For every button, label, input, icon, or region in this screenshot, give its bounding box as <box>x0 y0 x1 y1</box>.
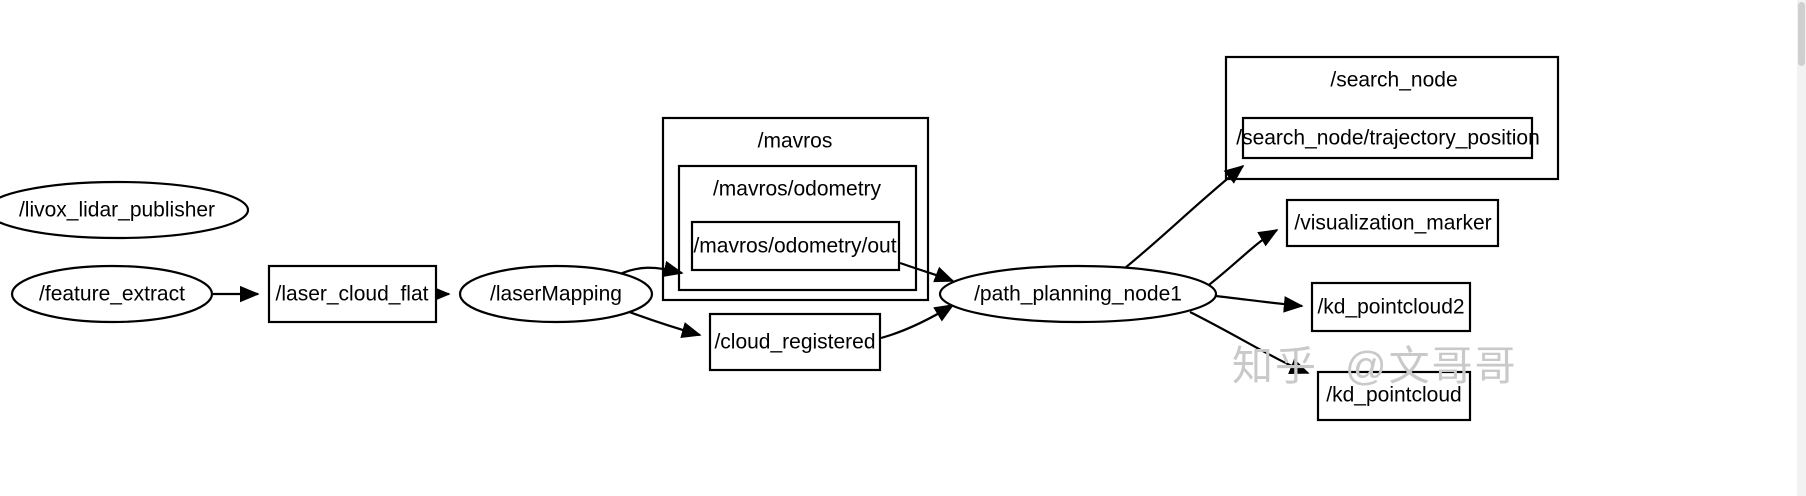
node-ellipse-path-planning-node1[interactable] <box>938 264 1218 324</box>
node-visualization-marker[interactable]: /visualization_marker <box>1285 198 1500 248</box>
edge-cloud-registered-to-path-planning <box>880 304 955 340</box>
node-kd-pointcloud[interactable]: /kd_pointcloud <box>1316 370 1472 422</box>
edge-path-planning-to-search-node-trajectory <box>1114 164 1245 277</box>
edge-path-planning-to-kd-pointcloud <box>1189 311 1310 375</box>
node-rect-kd-pointcloud[interactable] <box>1316 370 1472 422</box>
watermark: 知乎 @文哥哥 <box>1232 343 1518 389</box>
node-label-visualization-marker: /visualization_marker <box>1294 212 1491 235</box>
vertical-scrollbar-thumb[interactable] <box>1798 2 1805 66</box>
node-kd-pointcloud2[interactable]: /kd_pointcloud2 <box>1310 281 1472 333</box>
node-lasermapping[interactable]: /laserMapping <box>458 264 654 324</box>
node-label-feature-extract: /feature_extract <box>39 283 185 306</box>
node-label-laser-cloud-flat: /laser_cloud_flat <box>276 283 429 306</box>
node-rect-visualization-marker[interactable] <box>1285 198 1500 248</box>
node-rect-search-node-trajectory-position[interactable] <box>1241 116 1534 160</box>
node-ellipse-feature-extract[interactable] <box>10 264 214 324</box>
node-label-kd-pointcloud2: /kd_pointcloud2 <box>1317 296 1464 319</box>
node-rect-laser-cloud-flat[interactable] <box>267 264 438 324</box>
node-rect-cloud-registered[interactable] <box>708 312 882 372</box>
node-label-cloud-registered: /cloud_registered <box>714 331 875 354</box>
node-livox-lidar-publisher[interactable]: /livox_lidar_publisher <box>0 180 250 240</box>
group-label-search-node: /search_node <box>1330 69 1457 92</box>
watermark-handle-text: @文哥哥 <box>1345 343 1518 389</box>
node-feature-extract[interactable]: /feature_extract <box>10 264 214 324</box>
node-label-path-planning-node1: /path_planning_node1 <box>974 283 1182 306</box>
node-ellipse-lasermapping[interactable] <box>458 264 654 324</box>
node-rect-mavros-odometry-out[interactable] <box>690 220 901 272</box>
edge-path-planning-to-kd-pointcloud2 <box>1215 294 1304 313</box>
node-label-kd-pointcloud: /kd_pointcloud <box>1326 384 1461 407</box>
node-ellipse-livox-lidar-publisher[interactable] <box>0 180 250 240</box>
group-label-mavros: /mavros <box>758 130 833 153</box>
node-rect-kd-pointcloud2[interactable] <box>1310 281 1472 333</box>
node-label-livox-lidar-publisher: /livox_lidar_publisher <box>19 199 215 222</box>
node-laser-cloud-flat[interactable]: /laser_cloud_flat <box>267 264 438 324</box>
node-label-lasermapping: /laserMapping <box>490 283 622 306</box>
node-path-planning-node1[interactable]: /path_planning_node1 <box>938 264 1218 324</box>
vertical-scrollbar-track[interactable] <box>1797 0 1806 496</box>
edge-mavros-odometry-out-to-path-planning <box>899 261 955 283</box>
node-cloud-registered[interactable]: /cloud_registered <box>708 312 882 372</box>
node-label-mavros-odometry-out: /mavros/odometry/out <box>693 235 896 258</box>
group-label-mavros-odometry: /mavros/odometry <box>713 178 882 201</box>
edge-path-planning-to-visualization-marker <box>1204 229 1279 289</box>
node-mavros-odometry-out[interactable]: /mavros/odometry/out <box>690 220 901 272</box>
node-search-node-trajectory-position[interactable]: /search_node/trajectory_position <box>1236 116 1540 160</box>
node-label-search-node-trajectory-position: /search_node/trajectory_position <box>1236 127 1540 150</box>
watermark-logo-text: 知乎 <box>1232 343 1318 389</box>
